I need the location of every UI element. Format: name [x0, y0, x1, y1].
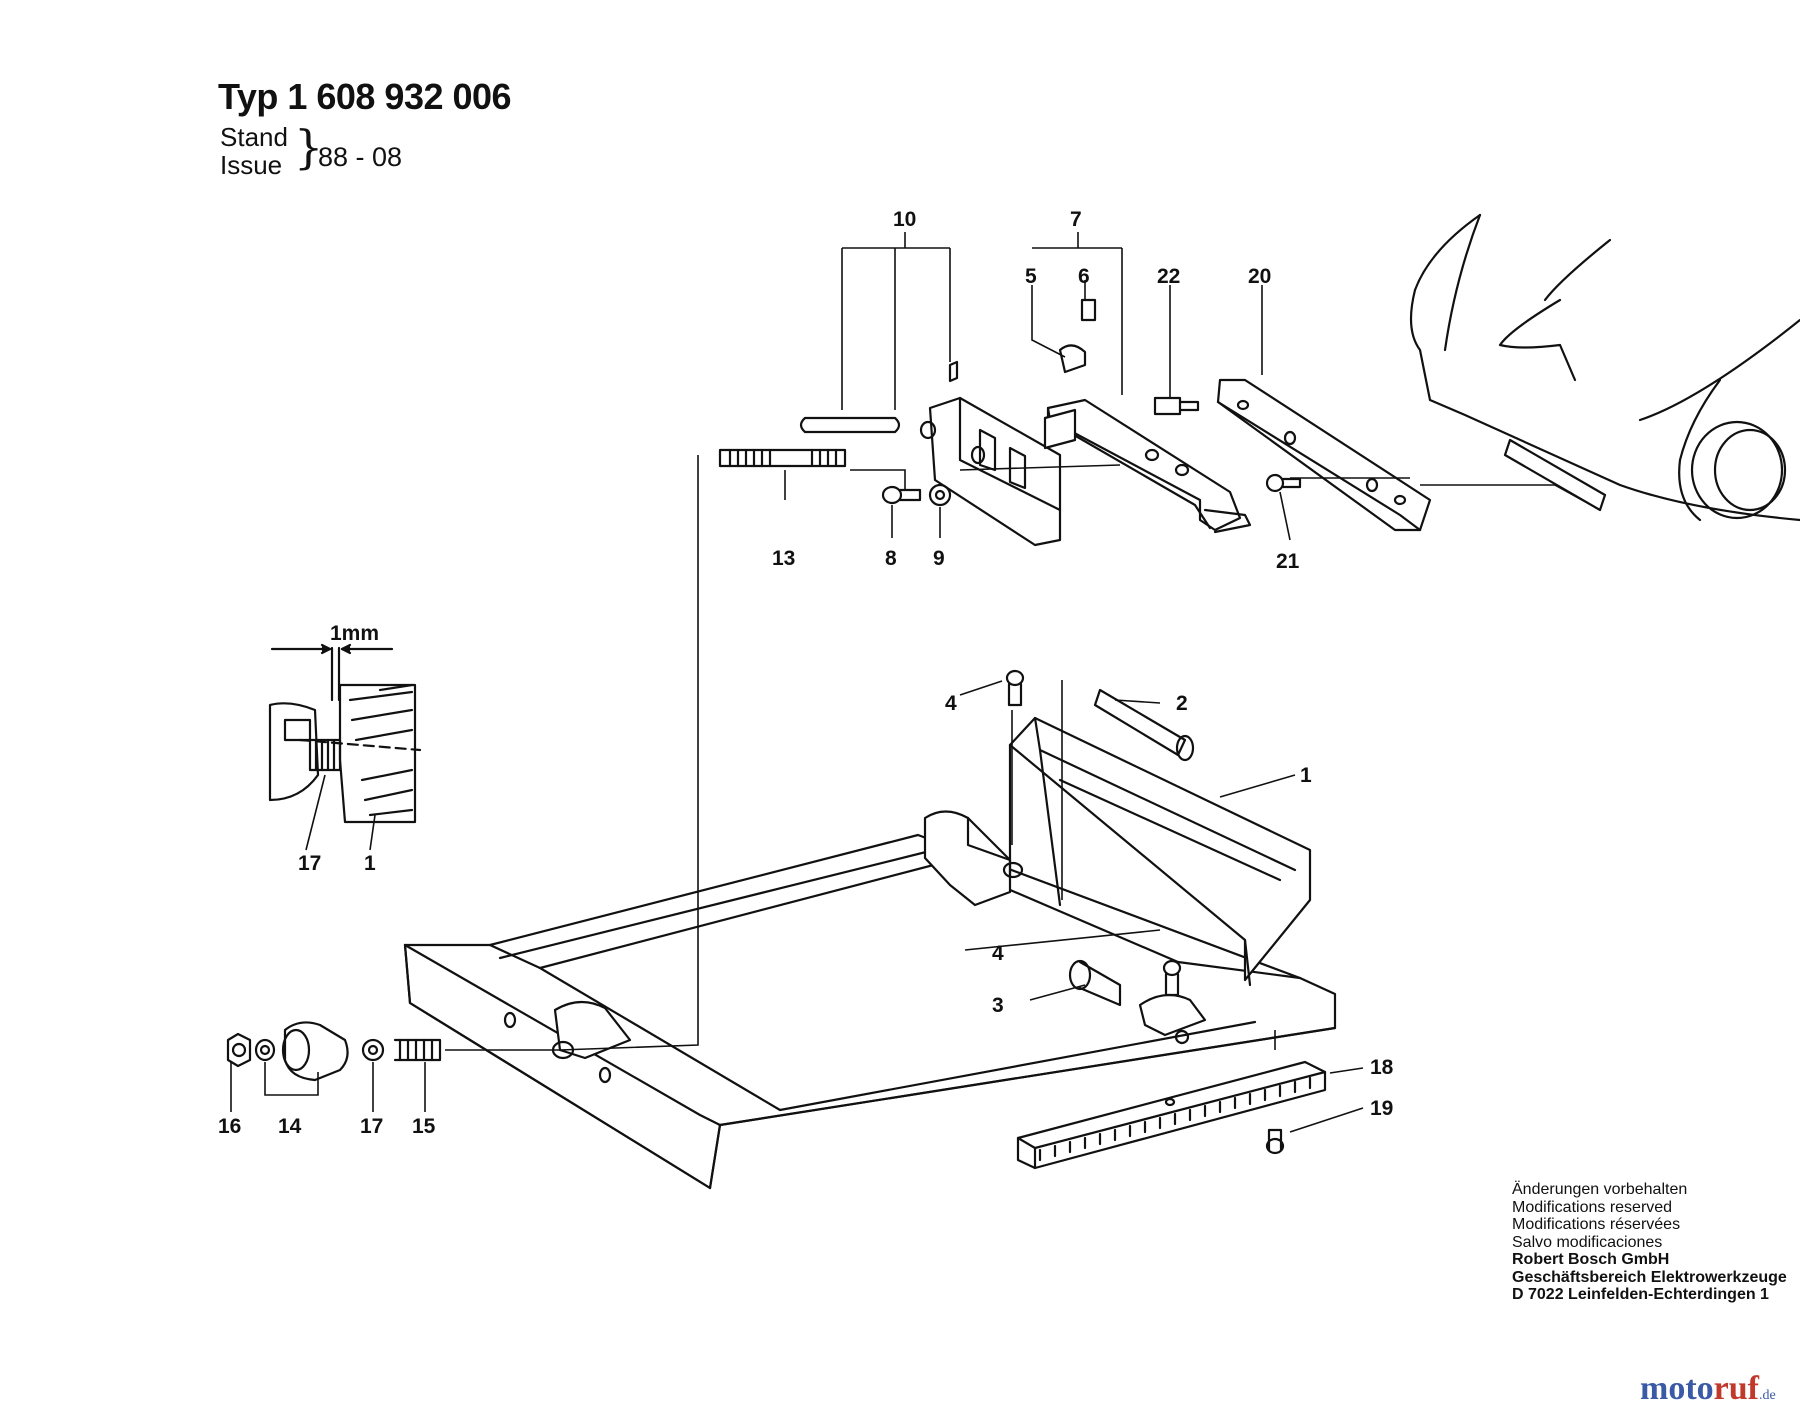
callout-10: 10	[893, 208, 916, 231]
callout-19: 19	[1370, 1097, 1393, 1120]
notice-de: Änderungen vorbehalten	[1512, 1181, 1688, 1198]
company-name: Robert Bosch GmbH	[1512, 1251, 1670, 1268]
callout-18: 18	[1370, 1056, 1394, 1079]
watermark-part2: ruf	[1713, 1370, 1759, 1407]
company-division: Geschäftsbereich Elektrowerkzeuge	[1512, 1268, 1787, 1286]
callout-22: 22	[1157, 265, 1180, 288]
screw-22	[1153, 396, 1200, 416]
bar-20	[1216, 378, 1432, 532]
callout-16: 16	[218, 1115, 241, 1138]
base-frame	[403, 833, 1337, 1190]
brace-glyph: }	[294, 120, 324, 174]
knob-assembly	[226, 1021, 442, 1082]
callout-6: 6	[1078, 265, 1090, 288]
detail-inset	[268, 643, 422, 824]
callout-21: 21	[1276, 550, 1300, 573]
bracket-10	[919, 396, 1062, 547]
stand-label: Stand	[220, 122, 288, 152]
callout-4-upper: 4	[945, 692, 957, 715]
callout-8: 8	[885, 547, 897, 570]
notice-en: Modifications reserved	[1512, 1198, 1673, 1216]
callout-4-lower: 4	[992, 942, 1004, 965]
callout-15: 15	[412, 1115, 436, 1138]
hinge-block	[923, 810, 1024, 907]
callout-17: 17	[360, 1115, 383, 1138]
machine-housing	[1409, 213, 1800, 522]
callout-14: 14	[278, 1115, 302, 1138]
bracket-7	[1043, 298, 1252, 534]
dimension-label: 1mm	[330, 622, 379, 645]
modification-notice: Änderungen vorbehalten Modifications res…	[1512, 1181, 1787, 1304]
notice-fr: Modifications réservées	[1512, 1216, 1681, 1233]
screw-8-washer-9	[881, 483, 952, 507]
callout-17-inset: 17	[298, 852, 321, 875]
motoruf-watermark-logo: motoruf.de	[1640, 1370, 1776, 1408]
callout-13: 13	[772, 547, 795, 570]
callout-2: 2	[1176, 692, 1188, 715]
callout-3: 3	[992, 994, 1004, 1017]
callout-1-inset: 1	[364, 852, 376, 875]
threaded-rod-13	[718, 448, 847, 468]
pin-2	[1093, 688, 1195, 762]
notice-es: Salvo modificaciones	[1512, 1233, 1663, 1251]
watermark-part1: moto	[1640, 1370, 1714, 1407]
screw-4-upper	[1005, 669, 1025, 707]
callout-7: 7	[1070, 208, 1082, 231]
issue-date: 88 - 08	[318, 142, 403, 172]
fence-plate	[1008, 716, 1312, 987]
screw-21	[1265, 473, 1302, 493]
brush-strip-18	[1016, 1060, 1327, 1170]
company-address: D 7022 Leinfelden-Echterdingen 1	[1512, 1286, 1769, 1303]
page-title: Typ 1 608 932 006	[218, 76, 512, 117]
callout-1: 1	[1300, 764, 1312, 787]
callout-20: 20	[1248, 265, 1271, 288]
watermark-suffix: .de	[1758, 1388, 1776, 1403]
callout-5: 5	[1025, 265, 1037, 288]
issue-label: Issue	[220, 150, 283, 180]
screw-19	[1265, 1128, 1285, 1155]
callout-9: 9	[933, 547, 945, 570]
pin-3-screw-4-lower	[1068, 959, 1182, 1007]
leader-lines	[230, 232, 1601, 1133]
pin-10	[799, 360, 959, 434]
